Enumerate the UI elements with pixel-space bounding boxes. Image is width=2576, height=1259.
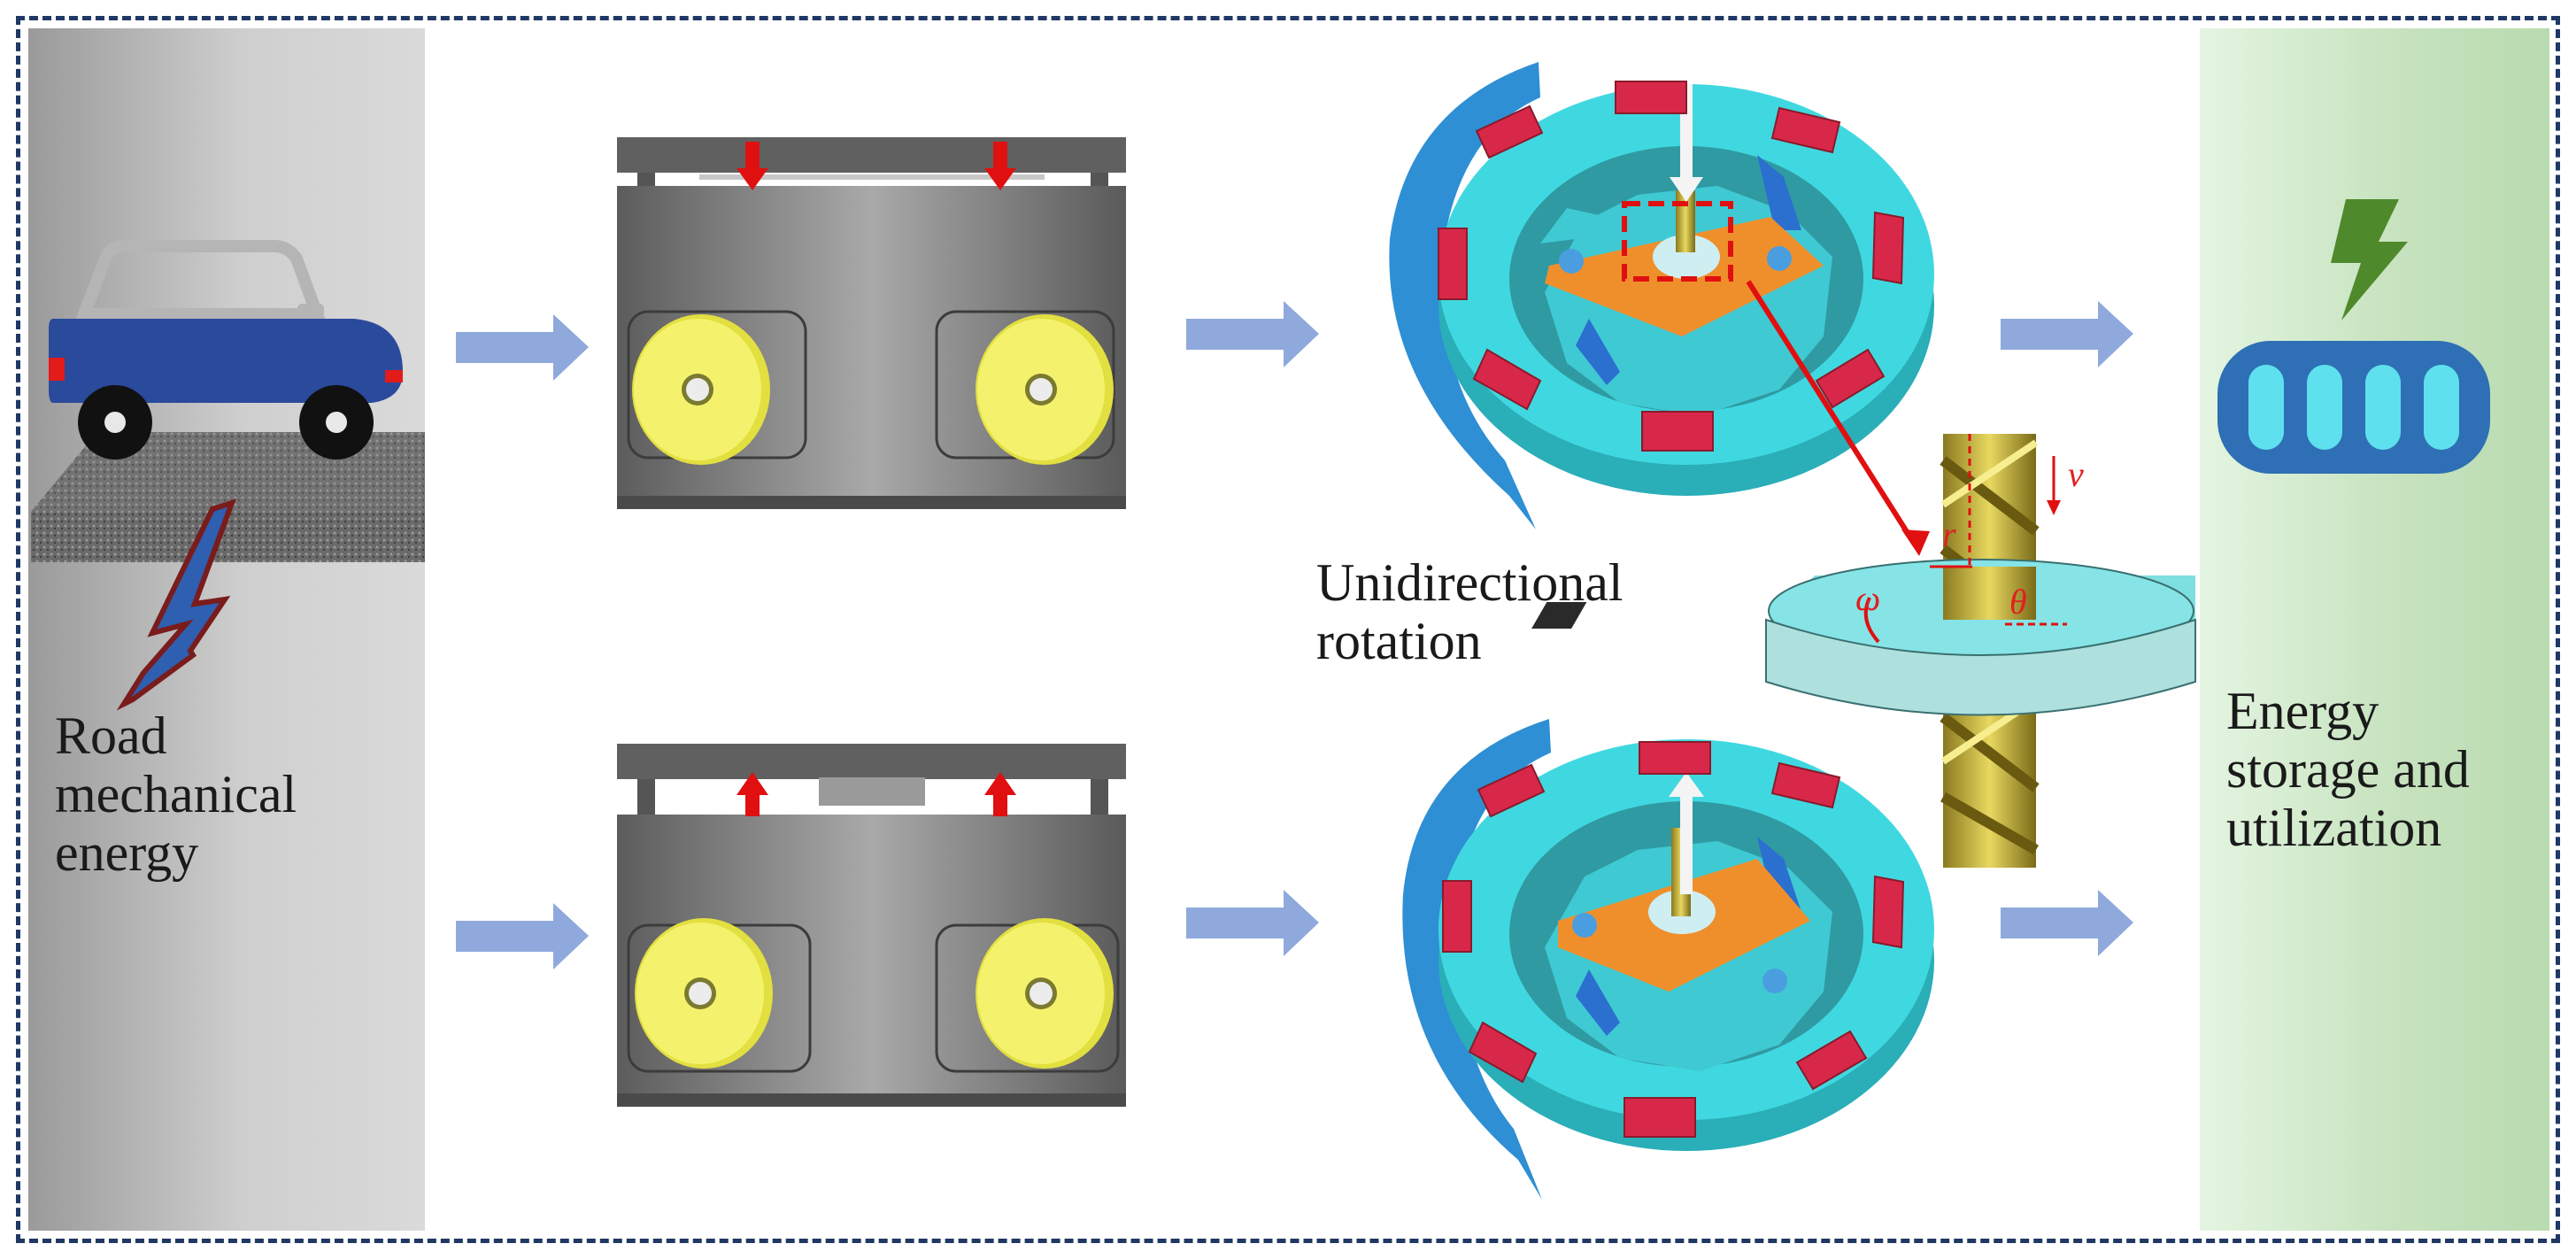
upper-rotor bbox=[1389, 62, 1934, 529]
radius-symbol: r bbox=[1942, 514, 1956, 554]
car-icon bbox=[49, 240, 403, 460]
upper-housing bbox=[617, 137, 1126, 509]
road-energy-label: Road mechanical energy bbox=[55, 707, 297, 882]
force-arrow-up-right bbox=[984, 772, 1016, 816]
rotation-arrow-upper bbox=[1389, 62, 1540, 529]
storage-line-2: storage and bbox=[2226, 740, 2470, 799]
flow-arrow-5 bbox=[2001, 301, 2133, 367]
force-arrow-up-left bbox=[737, 772, 768, 816]
rotation-arrow-lower bbox=[1402, 719, 1551, 1200]
road-energy-line-1: Road bbox=[55, 707, 167, 765]
lower-rotor bbox=[1402, 719, 1934, 1200]
energy-bolt-icon bbox=[116, 498, 236, 711]
rotation-line-1: Unidirectional bbox=[1316, 553, 1623, 612]
screw-detail bbox=[1531, 280, 2196, 868]
dashed-frame bbox=[16, 16, 2560, 1243]
rotation-line-2: rotation bbox=[1316, 612, 1482, 670]
storage-line-3: utilization bbox=[2226, 799, 2442, 857]
battery-icon bbox=[2217, 341, 2490, 474]
flow-arrow-3 bbox=[1186, 301, 1319, 367]
flow-arrow-4 bbox=[1186, 890, 1319, 956]
flow-arrow-1 bbox=[456, 314, 589, 381]
lower-housing bbox=[617, 744, 1126, 1107]
detail-pointer-line bbox=[1746, 280, 1915, 542]
flow-arrows bbox=[456, 301, 2133, 969]
road-energy-line-2: mechanical bbox=[55, 765, 297, 823]
flow-arrow-6 bbox=[2001, 890, 2133, 956]
angle-symbol: θ bbox=[2009, 582, 2027, 622]
road-energy-line-3: energy bbox=[55, 823, 199, 882]
road-slab bbox=[31, 432, 425, 562]
rotation-label: Unidirectional rotation bbox=[1316, 553, 1623, 670]
force-arrow-down-right bbox=[984, 142, 1016, 190]
force-arrow-down-left bbox=[737, 142, 768, 190]
road-panel bbox=[28, 28, 425, 1231]
lightning-icon bbox=[2331, 199, 2408, 321]
angular-arrow bbox=[1863, 597, 1880, 644]
velocity-symbol: v bbox=[2068, 454, 2084, 494]
angular-symbol: ω bbox=[1855, 578, 1881, 618]
flow-arrow-2 bbox=[456, 903, 589, 969]
storage-label: Energy storage and utilization bbox=[2226, 682, 2470, 857]
storage-line-1: Energy bbox=[2226, 682, 2379, 740]
